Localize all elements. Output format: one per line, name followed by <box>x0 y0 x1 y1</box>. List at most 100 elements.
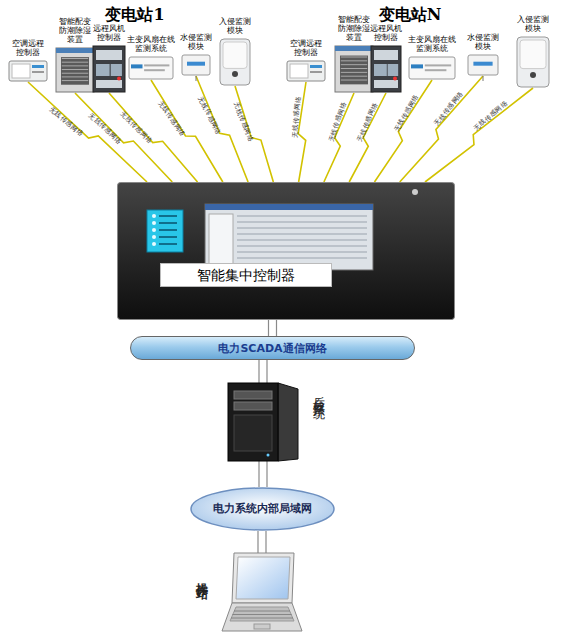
rect-part <box>144 69 165 71</box>
dehumidifier-device: 智能配变防潮除湿装置 <box>334 45 374 93</box>
line-part <box>341 64 367 65</box>
node-text: 智能集中控制器 <box>160 263 332 287</box>
node-text: 远程风机控制器 <box>92 24 126 42</box>
line-part <box>237 240 367 241</box>
central-controller: 智能集中控制器 <box>117 182 455 320</box>
node-text: 水侵监测模块 <box>466 33 500 51</box>
wireless-link <box>425 88 533 182</box>
rect-part <box>129 57 173 79</box>
rect-part <box>409 57 455 79</box>
line-part <box>341 60 367 61</box>
svg-part <box>467 54 499 76</box>
node-text: 后台软件系统 <box>310 387 327 399</box>
rect-part <box>228 383 278 461</box>
rect-part <box>159 236 177 238</box>
rect-part <box>96 50 122 60</box>
svg-part <box>516 36 550 88</box>
polygon-part <box>222 603 302 631</box>
edge-label: 无线传感网络 <box>47 105 84 137</box>
wireless-link <box>196 76 248 182</box>
line-part <box>237 258 367 259</box>
rect-part <box>371 46 401 92</box>
rect-part <box>374 50 398 60</box>
station-title: 变电站N <box>379 5 442 26</box>
svg-part <box>408 56 456 80</box>
circle-part <box>267 454 270 457</box>
fan-controller-device: 远程风机控制器 <box>92 45 126 93</box>
rect-part <box>234 415 272 451</box>
rect-part <box>473 62 492 66</box>
rect-part <box>96 80 122 88</box>
fan-controller-device: 远程风机控制器 <box>370 45 402 93</box>
rect-part <box>9 61 47 81</box>
circle-part <box>393 77 397 81</box>
line-part <box>341 72 367 73</box>
rect-part <box>388 64 399 76</box>
node-text: 主变风扇在线监测系统 <box>407 35 457 53</box>
circle-part <box>117 77 121 81</box>
svg-part <box>55 47 95 93</box>
wireless-link <box>349 93 386 182</box>
circle-part <box>152 242 156 246</box>
line-part <box>237 246 367 247</box>
rect-part <box>234 402 272 410</box>
line-part <box>341 57 367 58</box>
rect-part <box>111 64 122 76</box>
svg-part <box>222 553 302 635</box>
node-text: 空调远程控制器 <box>11 39 45 57</box>
rect-part <box>205 204 373 270</box>
dehumidifier-device: 智能配变防潮除湿装置 <box>55 47 95 93</box>
line-part <box>231 618 293 619</box>
rect-part <box>159 243 177 245</box>
rect-part <box>517 37 549 87</box>
svg-part <box>286 60 326 82</box>
water-sensor-device: 水侵监测模块 <box>467 54 499 76</box>
line-part <box>483 76 484 81</box>
svg-part <box>128 56 174 80</box>
rect-part <box>411 64 423 68</box>
line-part <box>234 611 290 612</box>
edge-label: 无线传感网络 <box>356 101 379 142</box>
node-text: 入侵监测模块 <box>516 15 550 33</box>
svg-part <box>219 38 251 86</box>
rect-part <box>93 46 125 92</box>
node-text: 空调远程控制器 <box>289 39 323 57</box>
network-link <box>259 360 267 383</box>
edge-label: 无线传感网络 <box>473 100 509 133</box>
edge-label: 无线传感网络 <box>393 93 420 133</box>
rect-part <box>118 183 455 320</box>
polygon-part <box>232 553 294 603</box>
lan-ellipse: 电力系统内部局域网 <box>190 487 335 531</box>
rect-part <box>220 39 250 85</box>
svg-part <box>181 54 211 76</box>
line-part <box>62 69 88 70</box>
circle-part <box>152 235 156 239</box>
fan-monitor-device: 主变风扇在线监测系统 <box>408 56 456 80</box>
wireless-link <box>374 80 432 182</box>
line-part <box>341 76 367 77</box>
wireless-link <box>235 86 273 182</box>
rect-part <box>254 624 270 629</box>
svg-part <box>92 45 126 93</box>
station-title: 变电站1 <box>105 5 164 26</box>
rect-part <box>287 61 325 81</box>
line-part <box>341 68 367 69</box>
ac-controller-device: 空调远程控制器 <box>286 60 326 82</box>
rect-part <box>131 64 143 68</box>
node-text: 远程风机控制器 <box>369 24 403 42</box>
rect-part <box>234 391 272 399</box>
rect-part <box>56 48 94 92</box>
rect-part <box>159 229 177 231</box>
line-part <box>196 76 197 81</box>
rect-part <box>223 42 247 68</box>
line-part <box>237 222 367 223</box>
rect-part <box>32 65 44 68</box>
rect-part <box>182 55 210 75</box>
edge-label: 无线传感网络 <box>87 112 123 146</box>
node-text: 操作站 <box>193 573 210 579</box>
edge-label: 无线传感网络 <box>433 91 464 128</box>
circle-part <box>232 71 238 77</box>
line-part <box>341 80 367 81</box>
svg-part <box>334 45 374 93</box>
